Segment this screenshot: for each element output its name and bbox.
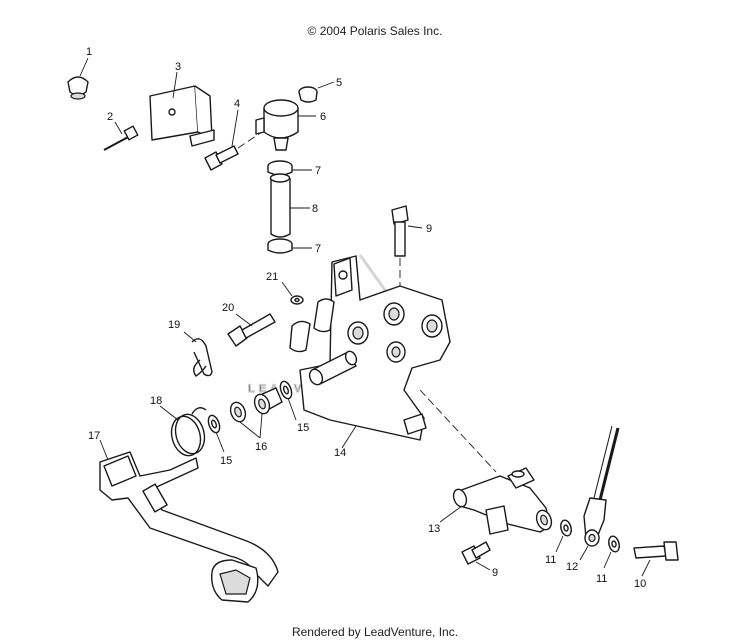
part-vent-cap xyxy=(67,57,89,100)
callout-14: 14 xyxy=(334,447,346,459)
callout-18: 18 xyxy=(150,395,162,407)
part-washer-15-upper xyxy=(279,380,297,421)
part-hairpin-clip xyxy=(183,331,213,377)
callout-15-lower: 15 xyxy=(220,455,232,467)
callout-labels: 1 2 3 4 5 6 7 8 7 9 21 20 19 18 17 16 15… xyxy=(86,46,646,590)
callout-21: 21 xyxy=(266,271,278,283)
callout-12: 12 xyxy=(566,561,578,573)
callout-2: 2 xyxy=(107,111,113,123)
part-return-spring xyxy=(159,405,207,457)
part-washer-11-right xyxy=(603,535,620,569)
part-pin xyxy=(103,121,139,151)
part-brake-pedal xyxy=(99,439,279,603)
callout-5: 5 xyxy=(336,77,342,89)
part-clevis-rod xyxy=(579,425,620,561)
callout-13: 13 xyxy=(428,523,440,535)
callout-9-upper: 9 xyxy=(426,223,432,235)
callout-1: 1 xyxy=(86,46,92,58)
part-washer-15-lower xyxy=(207,414,225,453)
part-bushings xyxy=(229,387,283,439)
part-bolt-20 xyxy=(227,313,276,347)
callout-20: 20 xyxy=(222,302,234,314)
part-hose-clamp-upper xyxy=(267,160,312,176)
part-main-bracket xyxy=(289,255,497,473)
part-hose-clamp-lower xyxy=(267,238,312,254)
callout-10: 10 xyxy=(634,578,646,590)
footer-credit: Rendered by LeadVenture, Inc. xyxy=(291,625,459,639)
callout-8: 8 xyxy=(312,203,318,215)
copyright-notice: © 2004 Polaris Sales Inc. xyxy=(307,24,443,38)
callout-16: 16 xyxy=(255,441,267,453)
part-master-cylinder xyxy=(439,467,553,535)
callout-7-lower: 7 xyxy=(315,243,321,255)
callout-4: 4 xyxy=(234,98,240,110)
callout-19: 19 xyxy=(168,319,180,331)
callout-11-left: 11 xyxy=(545,554,556,566)
part-bolt-lower xyxy=(461,541,491,571)
part-hose xyxy=(269,173,310,238)
part-washer-11-left xyxy=(555,519,572,553)
part-washer-21 xyxy=(281,281,304,305)
part-pivot-shaft xyxy=(308,350,358,386)
part-clevis-bolt xyxy=(633,541,679,577)
part-reservoir xyxy=(255,99,316,151)
callout-11-right: 11 xyxy=(596,573,607,585)
part-reservoir-cap xyxy=(298,81,335,103)
callout-3: 3 xyxy=(175,61,181,73)
part-bolt-small xyxy=(204,109,263,171)
callout-17: 17 xyxy=(88,430,100,442)
callout-15-upper: 15 xyxy=(297,422,309,434)
part-reservoir-bracket xyxy=(149,71,215,147)
callout-7-upper: 7 xyxy=(315,165,321,177)
callout-6: 6 xyxy=(320,111,326,123)
callout-9-lower: 9 xyxy=(492,567,498,579)
